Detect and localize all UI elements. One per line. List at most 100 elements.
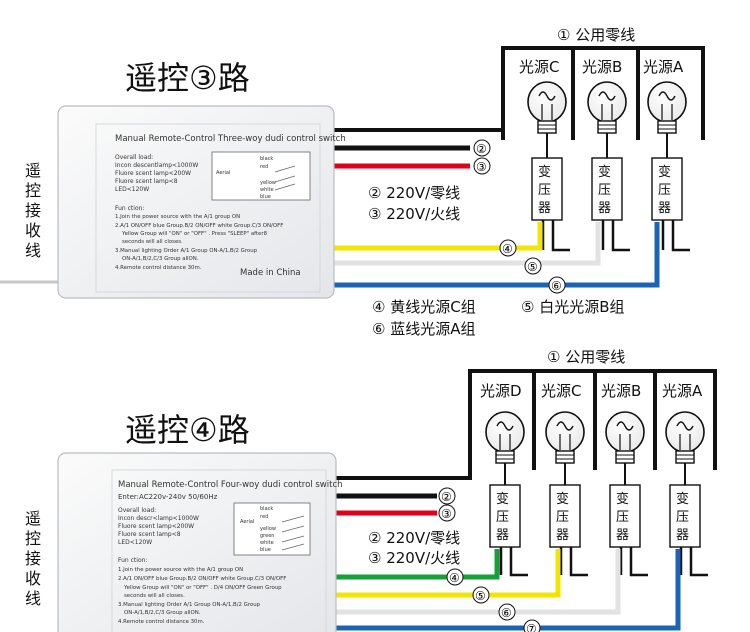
svg-text:器: 器: [538, 201, 551, 216]
svg-text:Yellow Group will "ON" or "OFF: Yellow Group will "ON" or "OFF" . Press …: [121, 231, 268, 237]
svg-text:压: 压: [616, 510, 629, 525]
transformer-box: [531, 157, 563, 221]
section-title: 遥控③路: [125, 59, 250, 97]
legend-live: ③ 220V/火线: [368, 205, 460, 223]
svg-text:Aerial: Aerial: [216, 170, 230, 176]
svg-text:yellow: yellow: [260, 526, 276, 532]
svg-text:压: 压: [598, 183, 611, 198]
svg-text:Fluore scent lamp<8: Fluore scent lamp<8: [115, 178, 178, 185]
wire-white: [333, 222, 601, 266]
wire-tag: ⑥: [498, 603, 516, 621]
side-char: 遥: [25, 161, 41, 180]
svg-text:ON-A/1,B/2,C/3 Group allON.: ON-A/1,B/2,C/3 Group allON.: [124, 610, 201, 616]
svg-text:④: ④: [449, 571, 460, 585]
svg-text:压: 压: [538, 183, 551, 198]
wire-yellow: [333, 222, 543, 251]
svg-text:器: 器: [616, 528, 629, 543]
light-source-a: 光源A 变 压 器: [662, 382, 708, 577]
svg-text:white: white: [260, 540, 274, 546]
svg-text:Aerial: Aerial: [240, 519, 254, 525]
svg-text:器: 器: [658, 201, 671, 216]
side-char: 收: [25, 221, 41, 240]
side-char: 控: [25, 181, 41, 200]
source-label: 光源C: [519, 58, 559, 76]
svg-text:变: 变: [598, 164, 611, 180]
svg-text:Fluore scent lamp<200W: Fluore scent lamp<200W: [115, 170, 191, 177]
svg-text:blue: blue: [260, 547, 271, 553]
svg-text:器: 器: [676, 528, 689, 543]
transformer-box: [609, 484, 641, 548]
svg-text:器: 器: [598, 201, 611, 216]
neutral-label: ① 公用零线: [557, 26, 635, 44]
controller-device: Manual Remote-Control Three-woy dudi con…: [57, 105, 346, 299]
source-label: 光源A: [643, 58, 684, 76]
wire-tag: ②: [473, 139, 491, 157]
svg-text:⑤: ⑤: [475, 589, 486, 603]
legend-neutral: ② 220V/零线: [368, 184, 460, 202]
wire-blue: [333, 222, 660, 288]
legend-group-c: ④ 黄线光源C组: [372, 298, 476, 316]
legend-live: ③ 220V/火线: [368, 549, 460, 567]
wire-tag: ④: [499, 239, 517, 257]
transformer-box: [651, 157, 683, 221]
svg-text:4.Remote control distance 30m.: 4.Remote control distance 30m.: [115, 265, 202, 271]
svg-text:Incon descentlamp<1000W: Incon descentlamp<1000W: [115, 162, 198, 169]
side-char: 遥: [25, 509, 41, 528]
svg-text:⑥: ⑥: [501, 606, 512, 620]
svg-text:压: 压: [658, 183, 671, 198]
svg-text:Enter:AC220v-240v 50/60Hz: Enter:AC220v-240v 50/60Hz: [118, 493, 218, 501]
wire-tag: ⑤: [524, 257, 542, 275]
svg-text:seconds will all closes.: seconds will all closes.: [124, 593, 185, 599]
wire-blue: [335, 549, 681, 631]
side-char: 接: [25, 549, 41, 568]
svg-text:Yellow Group will "ON" or "OFF: Yellow Group will "ON" or "OFF" . D/4 ON…: [123, 585, 282, 591]
source-label: 光源B: [582, 58, 622, 76]
side-char: 控: [25, 529, 41, 548]
light-source-a: 光源A 变 压 器: [643, 58, 690, 252]
wire-tag: ③: [473, 157, 491, 175]
source-label: 光源B: [601, 382, 641, 400]
svg-text:2.A/1 ON/OFF blue Group.B/2 ON: 2.A/1 ON/OFF blue Group.B/2 ON/OFF white…: [115, 223, 283, 229]
transformer-box: [549, 484, 581, 548]
transformer-box: [489, 484, 521, 548]
wire-tag: ⑤: [472, 586, 490, 604]
svg-text:3.Manual lighting Order A/1 Gr: 3.Manual lighting Order A/1 Group ON-A/1…: [115, 248, 258, 254]
svg-text:Fun ction:: Fun ction:: [115, 205, 144, 212]
svg-text:seconds will all closes.: seconds will all closes.: [122, 239, 183, 245]
svg-text:1.Join the power source with t: 1.Join the power source with the A/1 gro…: [118, 567, 243, 573]
svg-text:white: white: [260, 187, 274, 193]
svg-text:②: ②: [441, 490, 452, 504]
svg-text:Incon descr<lamp<1000W: Incon descr<lamp<1000W: [118, 515, 199, 522]
neutral-label: ① 公用零线: [547, 348, 625, 366]
svg-text:③: ③: [441, 507, 452, 521]
svg-text:变: 变: [538, 164, 551, 180]
svg-text:LED<120W: LED<120W: [118, 539, 152, 546]
wire-tag: ②: [438, 487, 456, 505]
svg-text:②: ②: [476, 142, 487, 156]
svg-text:blue: blue: [260, 194, 271, 200]
light-source-c: 光源C 变 压 器: [519, 58, 570, 252]
section-title: 遥控④路: [125, 411, 250, 449]
transformer-box: [669, 484, 701, 548]
svg-text:变: 变: [616, 491, 629, 507]
svg-text:2.A/1 ON/OFF blue Group.B/2 ON: 2.A/1 ON/OFF blue Group.B/2 ON/OFF white…: [118, 576, 286, 582]
section-four-way: 遥控④路 遥 控 接 收 线 ① 公用零线 光源D 变 压 器: [25, 348, 717, 632]
svg-text:Manual Remote-Control Three-wo: Manual Remote-Control Three-woy dudi con…: [115, 134, 346, 144]
svg-text:Made in China: Made in China: [240, 268, 301, 278]
wire-green: [335, 549, 500, 580]
svg-text:⑥: ⑥: [551, 279, 562, 293]
side-char: 接: [25, 201, 41, 220]
light-source-c: 光源C 变 压 器: [541, 382, 588, 577]
svg-text:red: red: [260, 514, 268, 520]
side-char: 收: [25, 569, 41, 588]
source-label: 光源D: [480, 382, 522, 400]
section-three-way: 遥控③路 遥 控 接 收 线 ① 公用零线 光源C 变: [0, 26, 705, 338]
svg-text:4.Remote control distance 30m.: 4.Remote control distance 30m.: [118, 619, 205, 625]
svg-text:ON-A/1,B/2,C/3 Group allON.: ON-A/1,B/2,C/3 Group allON.: [122, 256, 199, 262]
light-source-d: 光源D 变 压 器: [480, 382, 528, 577]
svg-text:Overall load:: Overall load:: [115, 154, 153, 161]
legend-group-a: ⑥ 蓝线光源A组: [372, 320, 475, 338]
svg-text:Manual Remote-Control Four-woy: Manual Remote-Control Four-woy dudi cont…: [118, 480, 343, 490]
svg-text:LED<120W: LED<120W: [115, 186, 149, 193]
svg-text:④: ④: [502, 242, 513, 256]
